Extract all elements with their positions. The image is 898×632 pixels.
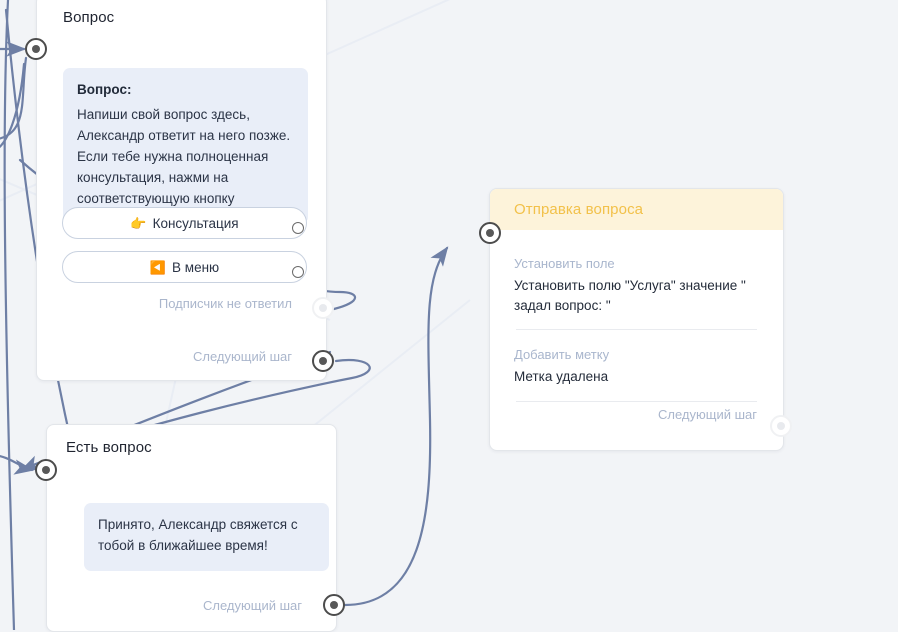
bubble-body: Принято, Александр свяжется с тобой в бл…	[98, 517, 298, 553]
port-no-answer[interactable]	[312, 297, 334, 319]
bubble-body: Напиши свой вопрос здесь, Александр отве…	[77, 106, 291, 206]
action-add-tag-label: Добавить метку	[514, 347, 610, 363]
card-question-title: Вопрос	[63, 9, 115, 26]
pointing-hand-icon: 👉	[130, 215, 147, 231]
port-question-inlet[interactable]	[25, 38, 47, 60]
port-has-question-next-step[interactable]	[323, 594, 345, 616]
reply-button-menu[interactable]: ◀️ В меню	[62, 251, 307, 283]
port-has-question-inlet[interactable]	[35, 459, 57, 481]
action-set-field[interactable]: Установить поле Установить полю "Услуга"…	[490, 230, 783, 315]
bubble-title: Вопрос:	[77, 82, 132, 97]
action-add-tag[interactable]: Добавить метку Метка удалена	[490, 330, 783, 387]
card-send-question-title: Отправка вопроса	[514, 201, 644, 218]
divider-2	[516, 400, 757, 402]
reply-button-consultation[interactable]: 👉 Консультация	[62, 207, 307, 239]
port-button-menu[interactable]	[292, 266, 304, 278]
card-send-question-header: Отправка вопроса	[490, 189, 783, 230]
port-label-next-step: Следующий шаг	[203, 598, 302, 613]
left-triangle-icon: ◀️	[149, 259, 167, 275]
action-set-field-label: Установить поле	[514, 256, 615, 271]
card-question-message-bubble: Вопрос: Напиши свой вопрос здесь, Алекса…	[63, 68, 308, 224]
card-has-question-message-bubble: Принято, Александр свяжется с тобой в бл…	[84, 503, 329, 571]
port-label-next-step: Следующий шаг	[193, 349, 292, 364]
divider-1	[516, 329, 757, 331]
reply-button-consultation-label: Консультация	[152, 215, 239, 231]
card-has-question[interactable]: Есть вопрос Принято, Александр свяжется …	[46, 424, 337, 632]
port-question-next-step[interactable]	[312, 350, 334, 372]
action-add-tag-value: Метка удалена	[514, 369, 609, 385]
card-has-question-title: Есть вопрос	[66, 439, 152, 456]
port-label-next-step: Следующий шаг	[658, 407, 757, 422]
port-label-no-answer: Подписчик не ответил	[158, 296, 292, 311]
port-send-question-inlet[interactable]	[479, 222, 501, 244]
port-button-consultation[interactable]	[292, 222, 304, 234]
card-question[interactable]: Вопрос Вопрос: Напиши свой вопрос здесь,…	[36, 0, 327, 381]
action-set-field-value: Установить полю "Услуга" значение " зада…	[514, 278, 746, 313]
reply-button-menu-label: В меню	[172, 259, 220, 275]
card-send-question[interactable]: Отправка вопроса Установить поле Установ…	[489, 188, 784, 451]
port-send-question-next-step[interactable]	[770, 415, 792, 437]
